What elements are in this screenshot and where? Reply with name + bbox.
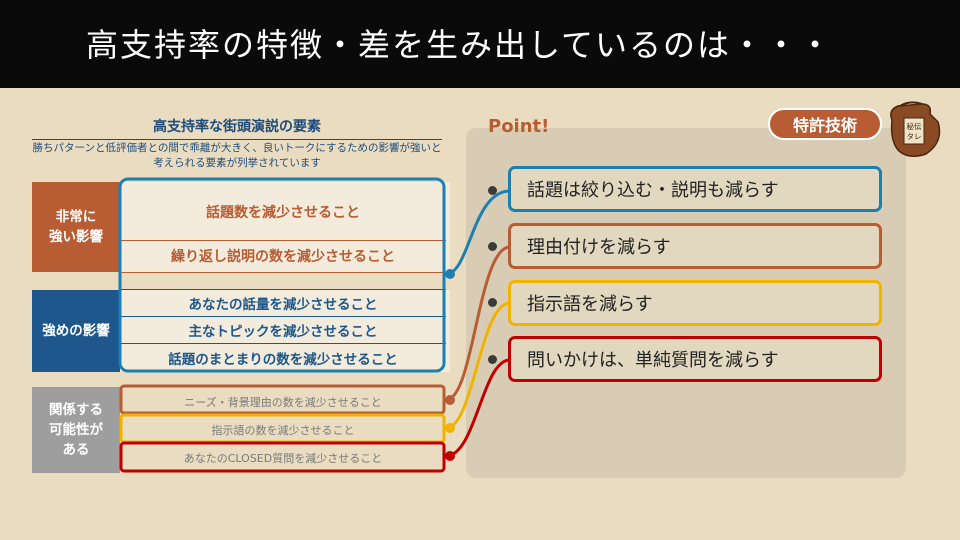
point-item: 問いかけは、単純質問を減らす: [508, 336, 882, 382]
factor-item: 話題のまとまりの数を減少させること: [168, 352, 398, 368]
point-title: Point!: [488, 116, 550, 137]
point-item: 指示語を減らす: [508, 280, 882, 326]
category-label: 強めの影響: [42, 323, 110, 339]
divider: [120, 343, 446, 344]
sauce-pot-icon: 秘伝 タレ: [890, 101, 941, 157]
panel-description: 勝ちパターンと低評価者との間で乖離が大きく、良いトークにするための影響が強いと考…: [32, 142, 442, 169]
title-bar: 高支持率の特徴・差を生み出しているのは・・・: [0, 0, 960, 88]
factor-item: あなたのCLOSED質問を減少させること: [183, 452, 383, 465]
divider: [120, 289, 446, 290]
bullet: [488, 355, 497, 364]
point-item: 理由付けを減らす: [508, 223, 882, 269]
category-very-strong: 非常に強い影響: [32, 182, 120, 272]
stamp-text: タレ: [907, 132, 922, 141]
factor-item: ニーズ・背景理由の数を減少させること: [184, 396, 382, 409]
category-label: 非常に強い影響: [49, 209, 103, 245]
patent-badge: 特許技術: [768, 108, 882, 140]
bullet: [488, 298, 497, 307]
factor-item: 主なトピックを減少させること: [188, 324, 378, 340]
page-title: 高支持率の特徴・差を生み出しているのは・・・: [86, 26, 834, 64]
stamp-text: 秘伝: [907, 121, 922, 131]
divider: [120, 316, 446, 317]
panel-title: 高支持率な街頭演説の要素: [153, 119, 321, 135]
title-underline: [32, 139, 442, 140]
factor-item: あなたの話量を減少させること: [188, 297, 378, 313]
bullet: [488, 186, 497, 195]
factor-item: 指示語の数を減少させること: [211, 424, 355, 437]
factor-item: 話題数を減少させること: [206, 205, 360, 221]
category-strong: 強めの影響: [32, 290, 120, 372]
divider: [120, 240, 446, 241]
factor-band-strong: [120, 290, 450, 372]
category-possible: 関係する可能性がある: [32, 387, 120, 473]
factor-band-very-strong: [120, 182, 450, 272]
category-label: 関係する可能性がある: [49, 402, 103, 458]
point-item: 話題は絞り込む・説明も減らす: [508, 166, 882, 212]
factor-item: 繰り返し説明の数を減少させること: [171, 249, 395, 265]
divider: [120, 272, 446, 273]
bullet: [488, 242, 497, 251]
